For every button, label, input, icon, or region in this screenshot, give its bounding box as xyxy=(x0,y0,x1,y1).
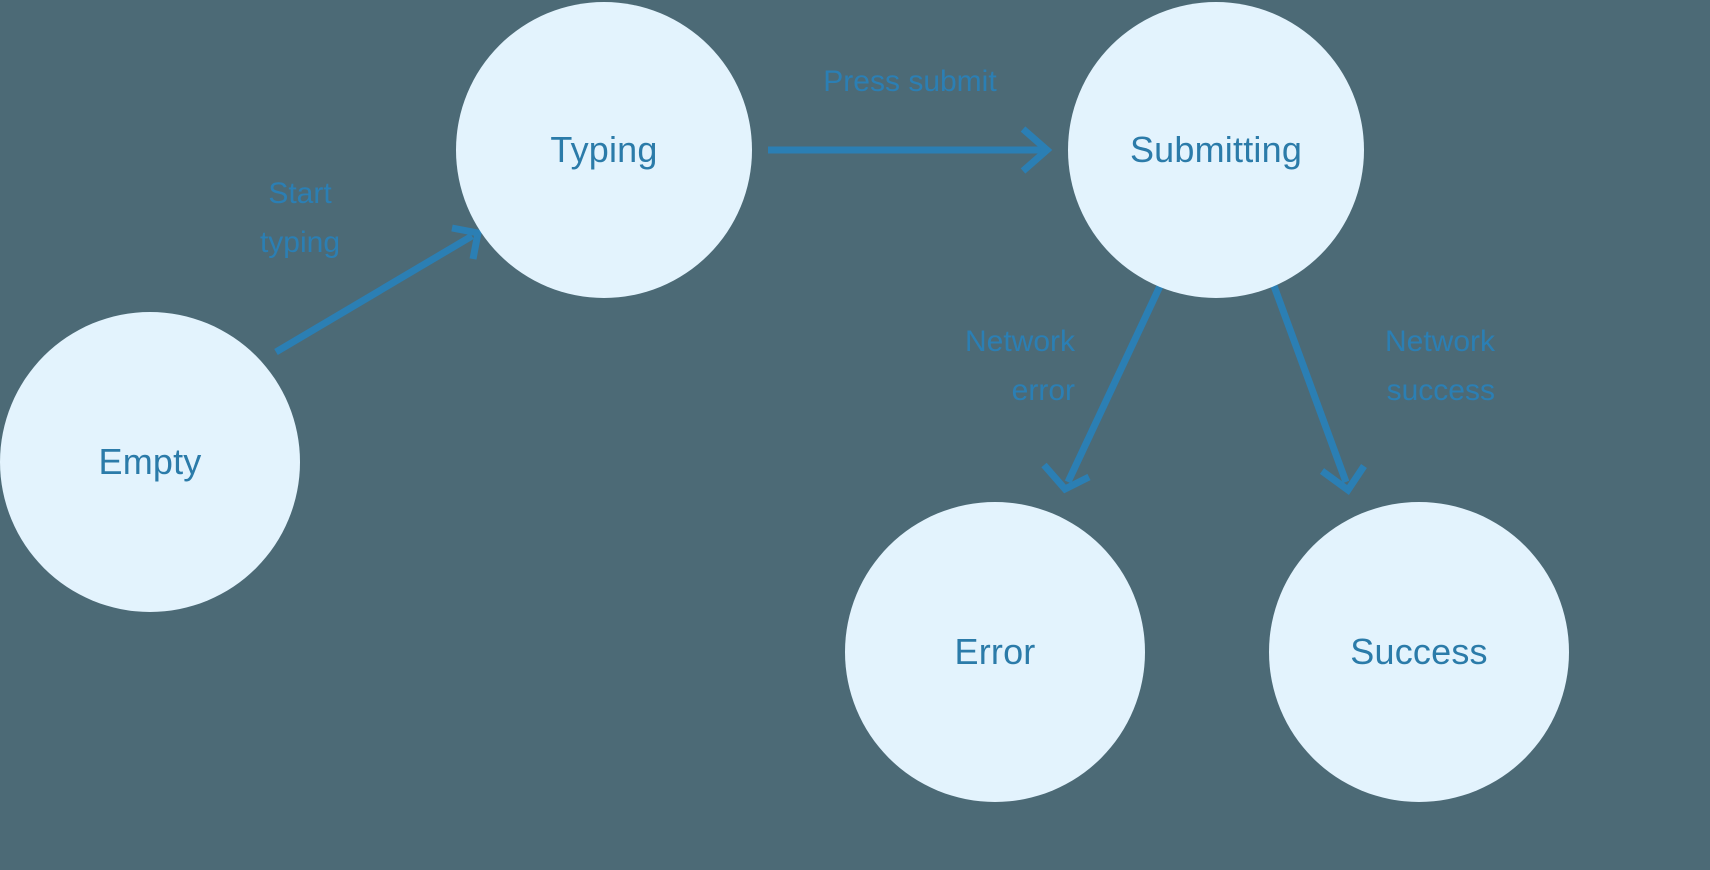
state-node-empty-label: Empty xyxy=(98,441,202,482)
state-node-submitting[interactable]: Submitting xyxy=(1068,2,1364,298)
edge-label-press-submit: Press submit xyxy=(823,65,997,98)
edge-empty-to-typing xyxy=(274,224,483,356)
state-node-empty[interactable]: Empty xyxy=(0,312,300,612)
edge-submitting-to-error xyxy=(1041,284,1164,494)
state-node-typing-label: Typing xyxy=(550,129,658,170)
edge-label-network-success: Network success xyxy=(1384,325,1495,407)
edge-submitting-to-success xyxy=(1270,284,1367,495)
state-node-success[interactable]: Success xyxy=(1269,502,1569,802)
state-node-error-label: Error xyxy=(954,631,1036,672)
edge-typing-to-submitting xyxy=(768,126,1053,174)
edge-label-network-error: Network error xyxy=(964,325,1075,407)
state-node-success-label: Success xyxy=(1350,631,1488,672)
state-node-error[interactable]: Error xyxy=(845,502,1145,802)
state-node-typing[interactable]: Typing xyxy=(456,2,752,298)
edge-label-start-typing: Start typing xyxy=(259,177,341,259)
state-node-submitting-label: Submitting xyxy=(1129,129,1303,170)
